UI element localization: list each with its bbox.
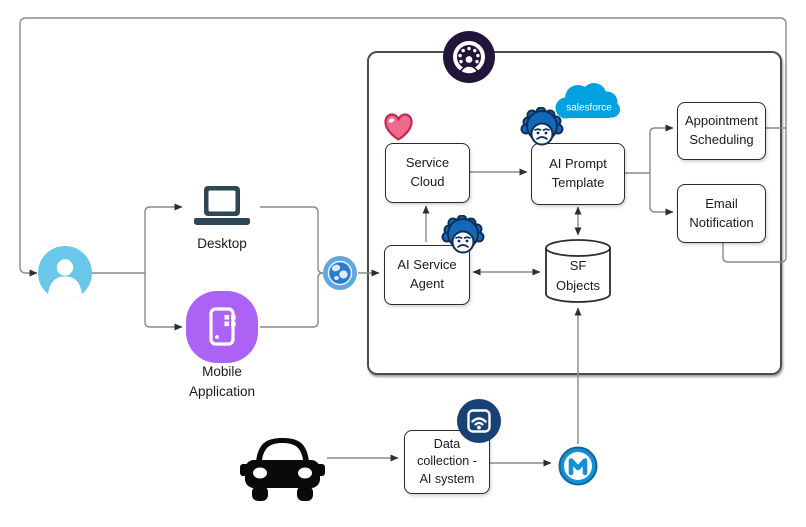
sf-objects-label-2: Objects bbox=[555, 277, 601, 293]
data-collection-label-2: collection - bbox=[417, 454, 477, 469]
einstein-mascot-icon bbox=[519, 107, 565, 153]
iot-wifi-icon bbox=[457, 399, 501, 443]
appointment-label-2: Scheduling bbox=[689, 132, 754, 147]
einstein-mascot-icon bbox=[440, 215, 486, 261]
ai-prompt-label-2: Template bbox=[551, 175, 605, 190]
data-collection-label-3: AI system bbox=[419, 471, 475, 486]
ai-agent-label-2: Agent bbox=[410, 276, 444, 291]
user-icon bbox=[38, 246, 92, 300]
sf-objects-label-1: SF bbox=[569, 258, 587, 273]
connector-feedback-loop bbox=[19, 17, 787, 277]
car-icon bbox=[240, 430, 325, 504]
connector-branch-email bbox=[649, 173, 674, 216]
node-appointment-scheduling: Appointment Scheduling bbox=[677, 102, 766, 160]
service-cloud-label-1: Service bbox=[405, 155, 450, 171]
desktop-caption: Desktop bbox=[177, 234, 267, 254]
mobile-app-icon bbox=[185, 290, 259, 364]
salesforce-cloud-logo: salesforce bbox=[552, 77, 622, 123]
connector-branch-appointment bbox=[649, 124, 674, 173]
node-email-notification: Email Notification bbox=[677, 184, 766, 243]
email-label-2: Notification bbox=[689, 214, 754, 230]
connector-user-mobile bbox=[144, 273, 183, 331]
service-cloud-label-2: Cloud bbox=[410, 174, 445, 189]
salesforce-logo-text: salesforce bbox=[566, 103, 612, 114]
node-ai-prompt-template: AI Prompt Template bbox=[531, 143, 625, 205]
globe-icon bbox=[323, 256, 357, 290]
node-ai-service-agent: AI Service Agent bbox=[384, 245, 470, 305]
laptop-icon bbox=[192, 184, 252, 230]
connector-desktop-globe bbox=[260, 206, 324, 274]
email-label-1: Email bbox=[705, 195, 738, 211]
ai-agent-label-1: AI Service bbox=[397, 257, 457, 273]
node-sf-objects: SF Objects bbox=[544, 256, 612, 295]
mobile-label-2: Application bbox=[188, 384, 256, 400]
database-cylinder bbox=[544, 238, 612, 304]
agentforce-badge-icon bbox=[443, 31, 495, 83]
platform-boundary-rect bbox=[367, 51, 782, 375]
connector-mobile-globe bbox=[260, 272, 324, 328]
mobile-label-1: Mobile bbox=[202, 364, 242, 379]
mobile-caption: Mobile Application bbox=[167, 362, 277, 403]
desktop-label: Desktop bbox=[197, 236, 247, 251]
appointment-label-1: Appointment bbox=[685, 113, 758, 129]
data-collection-label-1: Data bbox=[433, 436, 461, 451]
ai-prompt-label-1: AI Prompt bbox=[549, 156, 607, 172]
heart-icon bbox=[380, 110, 417, 143]
connector-user-desktop bbox=[144, 203, 183, 273]
node-service-cloud: Service Cloud bbox=[385, 143, 470, 203]
mulesoft-logo bbox=[558, 446, 598, 486]
